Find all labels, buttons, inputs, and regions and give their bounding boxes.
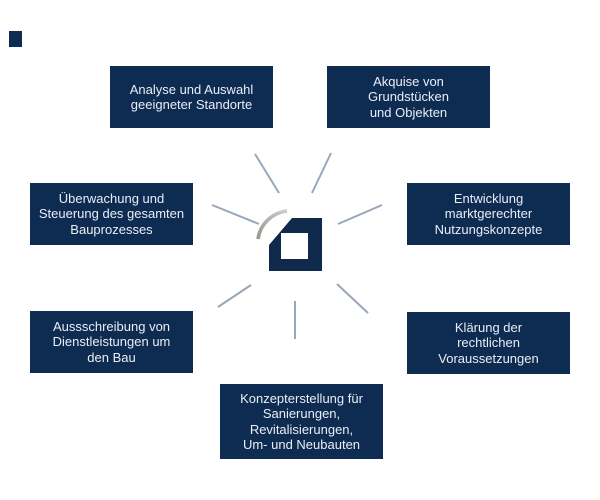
node-label: Akquise von Grundstücken und Objekten	[368, 73, 449, 120]
node-analyse-standorte: Analyse und Auswahl geeigneter Standorte	[110, 66, 273, 128]
node-label: Überwachung und Steuerung des gesamten B…	[38, 190, 185, 237]
logo-swoosh-icon	[256, 209, 288, 240]
logo-inner-square	[281, 233, 308, 259]
node-label: Aussschreibung von Dienstleistungen um d…	[52, 318, 171, 365]
center-logo-icon	[256, 209, 322, 271]
node-ueberwachung-bauprozess: Überwachung und Steuerung des gesamten B…	[30, 183, 193, 245]
corner-logo-mark	[9, 31, 22, 47]
node-klaerung-voraussetzungen: Klärung der rechtlichen Voraussetzungen	[407, 312, 570, 374]
connector-line-top-left	[254, 153, 280, 194]
node-entwicklung-nutzungskonzepte: Entwicklung marktgerechter Nutzungskonze…	[407, 183, 570, 245]
node-akquise-grundstuecke: Akquise von Grundstücken und Objekten	[327, 66, 490, 128]
connector-line-bottom-left	[217, 284, 252, 308]
node-label: Entwicklung marktgerechter Nutzungskonze…	[434, 190, 543, 237]
node-ausschreibung-dienstleistungen: Aussschreibung von Dienstleistungen um d…	[30, 311, 193, 373]
connector-line-bottom-right	[336, 283, 369, 314]
connector-line-right	[337, 204, 383, 225]
node-konzepterstellung: Konzepterstellung für Sanierungen, Revit…	[220, 384, 383, 459]
node-label: Klärung der rechtlichen Voraussetzungen	[438, 319, 539, 366]
connector-line-top-right	[311, 152, 332, 194]
node-label: Konzepterstellung für Sanierungen, Revit…	[240, 390, 363, 453]
node-label: Analyse und Auswahl geeigneter Standorte	[129, 81, 254, 113]
